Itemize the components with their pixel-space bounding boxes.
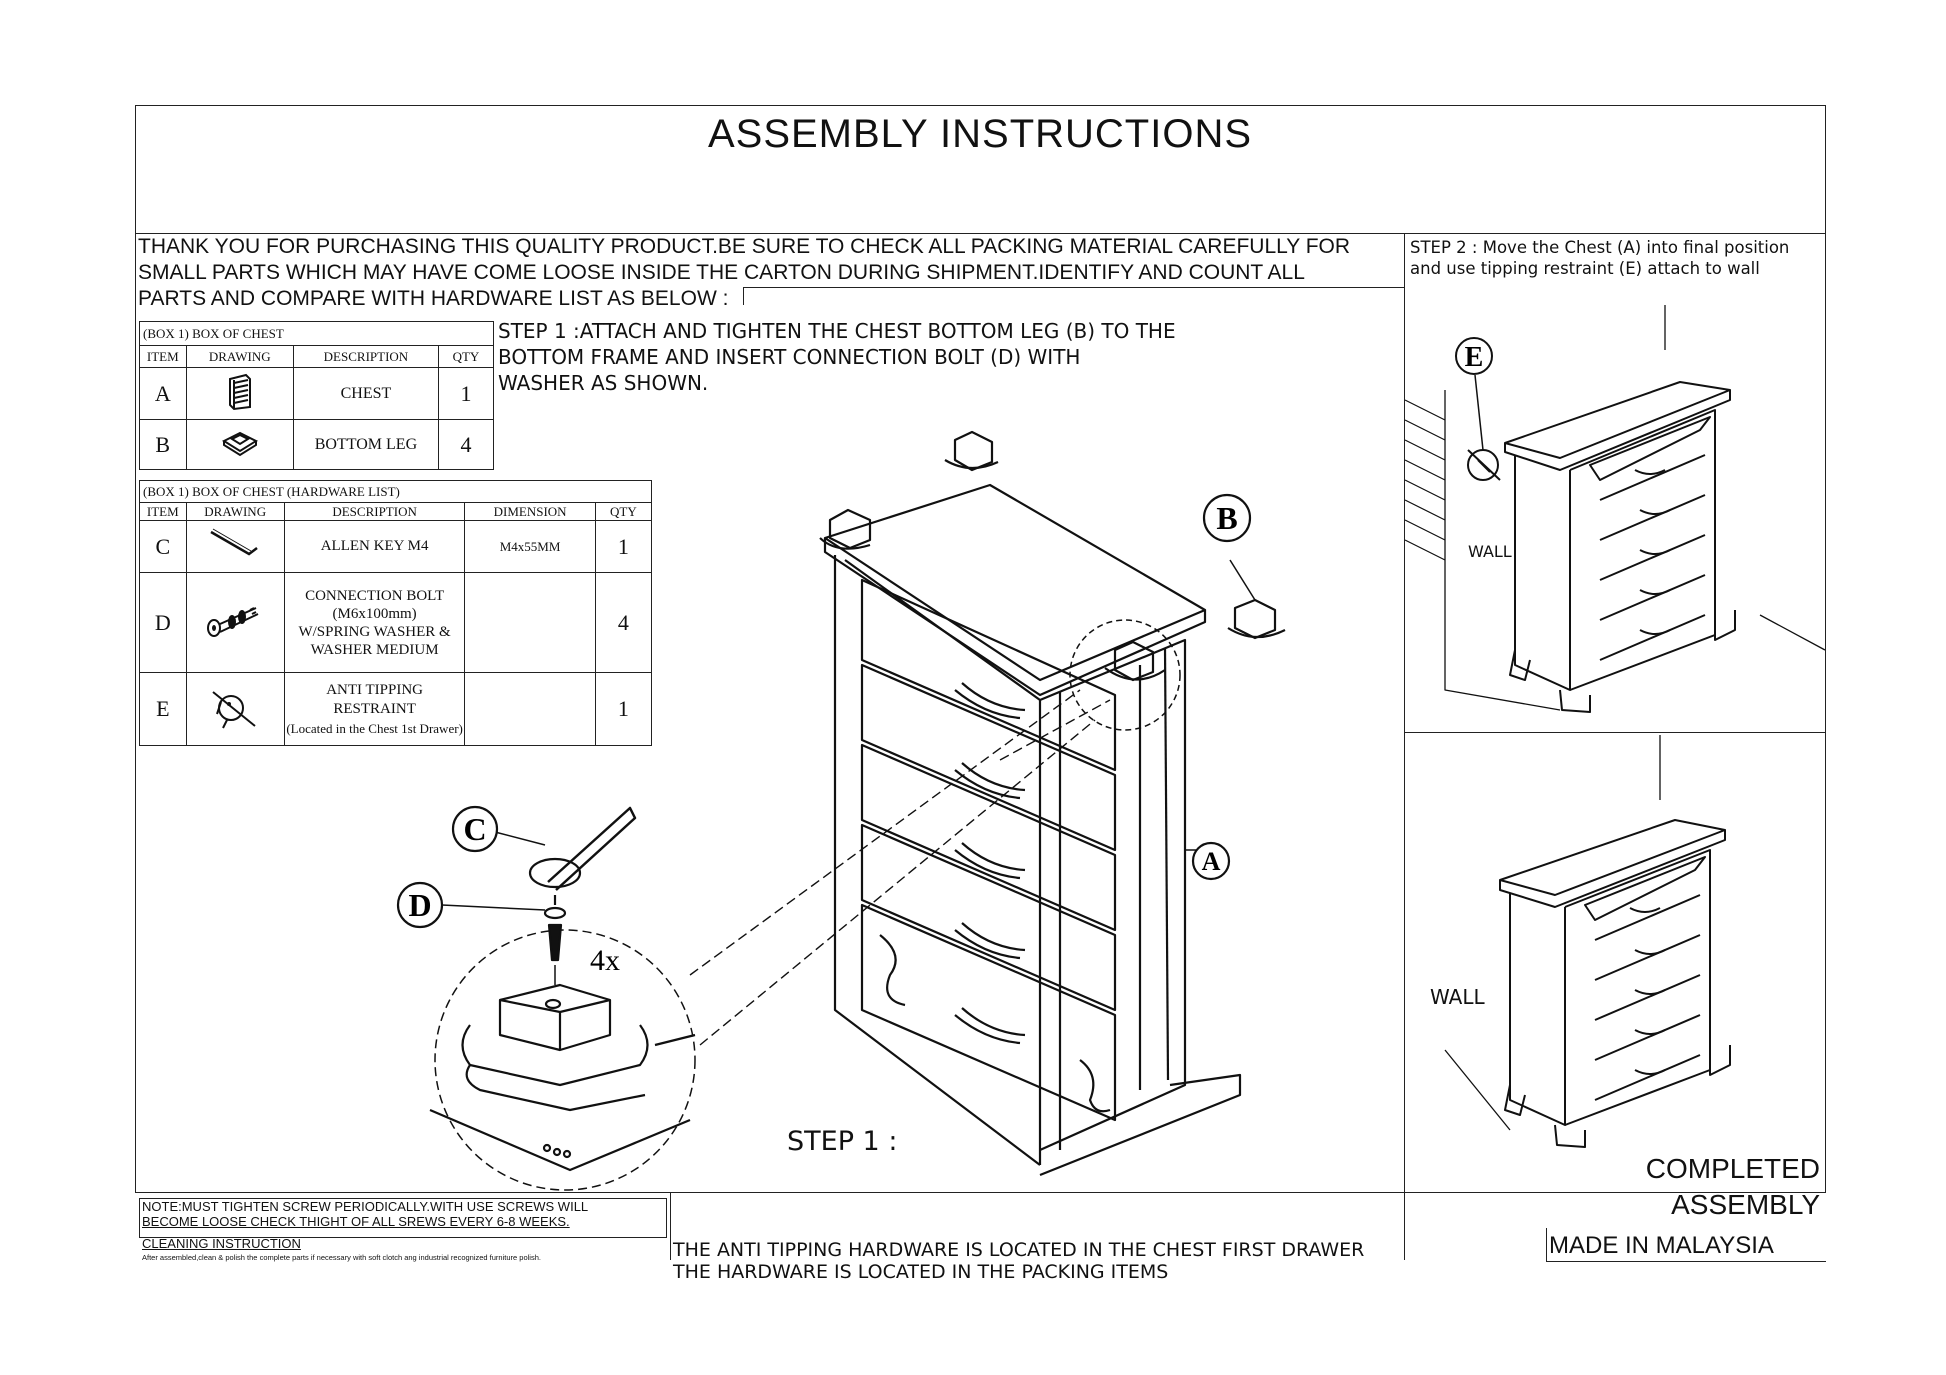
hardware-header-description: DESCRIPTION [283,502,466,521]
callout-b: B [1216,500,1237,536]
table-row: A CHEST 1 [139,367,495,420]
note-line-2: BECOME LOOSE CHECK THIGHT OF ALL SREWS E… [142,1214,570,1229]
note-line-1: NOTE:MUST TIGHTEN SCREW PERIODICALLY.WIT… [142,1199,589,1214]
cleaning-title: CLEANING INSTRUCTION [142,1236,301,1251]
page-title: ASSEMBLY INSTRUCTIONS [707,112,1253,156]
callout-c: C [463,811,486,847]
box1-caption: (BOX 1) BOX OF CHEST [139,321,494,346]
description-line: ANTI TIPPING RESTRAINT [326,681,424,717]
step2-divider [1404,233,1826,733]
anti-tipping-line-2: THE HARDWARE IS LOCATED IN THE PACKING I… [673,1261,1169,1283]
step1-line-2: BOTTOM FRAME AND INSERT CONNECTION BOLT … [498,345,1081,369]
hardware-caption: (BOX 1) BOX OF CHEST (HARDWARE LIST) [139,480,652,503]
description-line: W/SPRING WASHER & [298,623,451,640]
maintenance-note: NOTE:MUST TIGHTEN SCREW PERIODICALLY.WIT… [139,1198,667,1238]
item-qty: 1 [594,672,653,746]
table-row: D CONNECTION BOLT (M6x100mm) W/SPRING WA… [139,572,653,673]
completed-line-1: COMPLETED [1645,1153,1820,1184]
item-qty: 1 [437,367,495,420]
description-line: (Located in the Chest 1st Drawer) [286,720,463,736]
step2-instructions: STEP 2 : Move the Chest (A) into final p… [1410,237,1789,279]
hardware-header-item: ITEM [139,502,187,521]
anti-tipping-line-1: THE ANTI TIPPING HARDWARE IS LOCATED IN … [673,1239,1365,1261]
bottom-leg-icon [185,419,294,470]
wall-label-step2: WALL [1468,542,1512,561]
title-divider [135,105,1826,234]
hardware-table: (BOX 1) BOX OF CHEST (HARDWARE LIST) ITE… [139,480,653,746]
quantity-label: 4x [590,944,620,977]
made-in-box [1546,1228,1826,1262]
made-in-label: MADE IN MALAYSIA [1549,1232,1774,1259]
callout-d: D [408,887,431,923]
hardware-header-drawing: DRAWING [185,502,285,521]
box1-parts-table: (BOX 1) BOX OF CHEST ITEM DRAWING DESCRI… [139,321,495,470]
step2-line-1: STEP 2 : Move the Chest (A) into final p… [1410,238,1790,257]
anti-tipping-note: THE ANTI TIPPING HARDWARE IS LOCATED IN … [673,1239,1364,1283]
item-qty: 4 [594,572,653,673]
anti-tipping-box [670,1193,1405,1260]
callout-e: E [1465,342,1484,373]
item-description: BOTTOM LEG [292,419,439,470]
table-row: C ALLEN KEY M4 M4x55MM 1 [139,520,653,573]
step1-line-1: STEP 1 :ATTACH AND TIGHTEN THE CHEST BOT… [498,319,1176,343]
callout-a: A [1202,847,1221,876]
step1-line-3: WASHER AS SHOWN. [498,371,709,395]
restraint-icon [185,672,285,746]
box1-header-description: DESCRIPTION [292,345,439,368]
intro-line-1: THANK YOU FOR PURCHASING THIS QUALITY PR… [138,235,1351,258]
item-letter: A [139,367,187,420]
item-dimension [464,572,596,673]
chest-icon [185,367,294,420]
step1-panel-border [743,287,1405,288]
completed-assembly-label: COMPLETED ASSEMBLY [1620,1151,1820,1223]
intro-text: THANK YOU FOR PURCHASING THIS QUALITY PR… [138,234,1350,312]
table-row: E ANTI TIPPING RESTRAINT (Located in the… [139,672,653,746]
step1-instructions: STEP 1 :ATTACH AND TIGHTEN THE CHEST BOT… [498,318,1176,396]
intro-line-2: SMALL PARTS WHICH MAY HAVE COME LOOSE IN… [138,261,1305,284]
description-line: (M6x100mm) [332,605,417,622]
wall-label-completed: WALL [1430,985,1485,1009]
description-line: CONNECTION BOLT [305,587,445,604]
item-description: CHEST [292,367,439,420]
item-description: ANTI TIPPING RESTRAINT (Located in the C… [283,672,466,746]
step1-label: STEP 1 : [787,1126,898,1157]
item-letter: E [139,672,187,746]
cleaning-text: After assembled,clean & polish the compl… [142,1253,541,1262]
completed-line-2: ASSEMBLY [1671,1189,1820,1220]
item-letter: C [139,520,187,573]
box1-header-item: ITEM [139,345,187,368]
item-qty: 4 [437,419,495,470]
item-letter: B [139,419,187,470]
description-line: WASHER MEDIUM [310,641,439,658]
bolt-icon [185,572,285,673]
item-description: CONNECTION BOLT (M6x100mm) W/SPRING WASH… [283,572,466,673]
item-letter: D [139,572,187,673]
intro-line-3: PARTS AND COMPARE WITH HARDWARE LIST AS … [138,287,729,310]
table-row: B BOTTOM LEG 4 [139,419,495,470]
step1-panel-left-tick [743,287,744,305]
step2-line-2: and use tipping restraint (E) attach to … [1410,259,1760,278]
